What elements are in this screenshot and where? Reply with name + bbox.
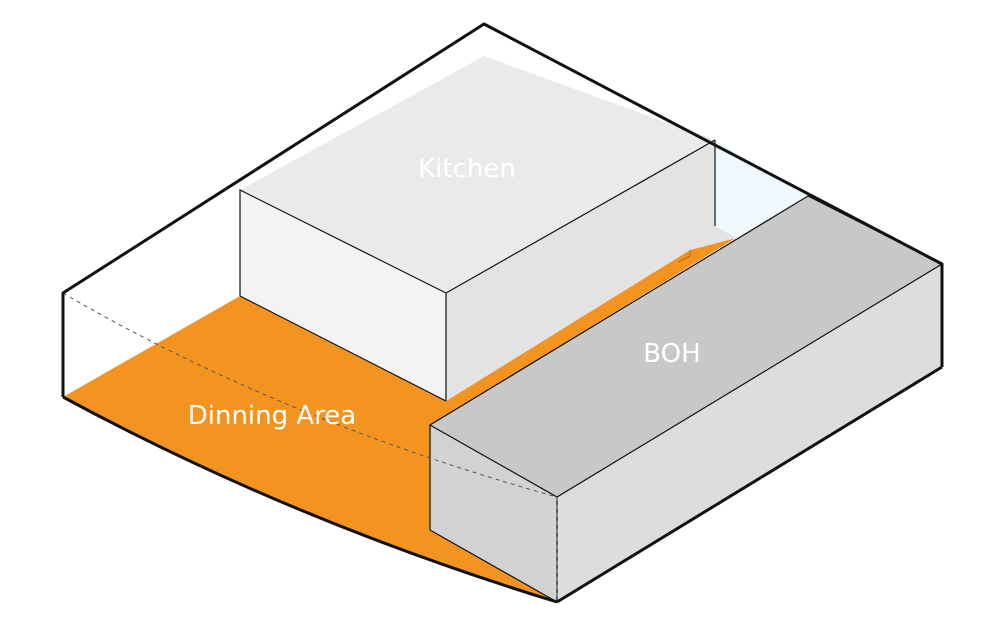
- boh-front: [430, 425, 557, 602]
- dining-area-floor: [63, 238, 736, 602]
- boh-side: [557, 264, 942, 602]
- left-glass-wall: [63, 190, 240, 397]
- kitchen-edges: [239, 139, 716, 402]
- site-outline: [61, 22, 944, 604]
- kitchen-label: Kitchen: [418, 154, 516, 184]
- kitchen-top: [240, 56, 715, 293]
- hidden-edges: [62, 292, 558, 602]
- dining-area-label: Dinning Area: [188, 401, 357, 431]
- kitchen-side: [446, 140, 736, 401]
- back-glass-panel: [715, 140, 808, 238]
- boh-top: [430, 196, 942, 497]
- kitchen-front: [240, 190, 446, 401]
- boh-label: BOH: [643, 339, 700, 369]
